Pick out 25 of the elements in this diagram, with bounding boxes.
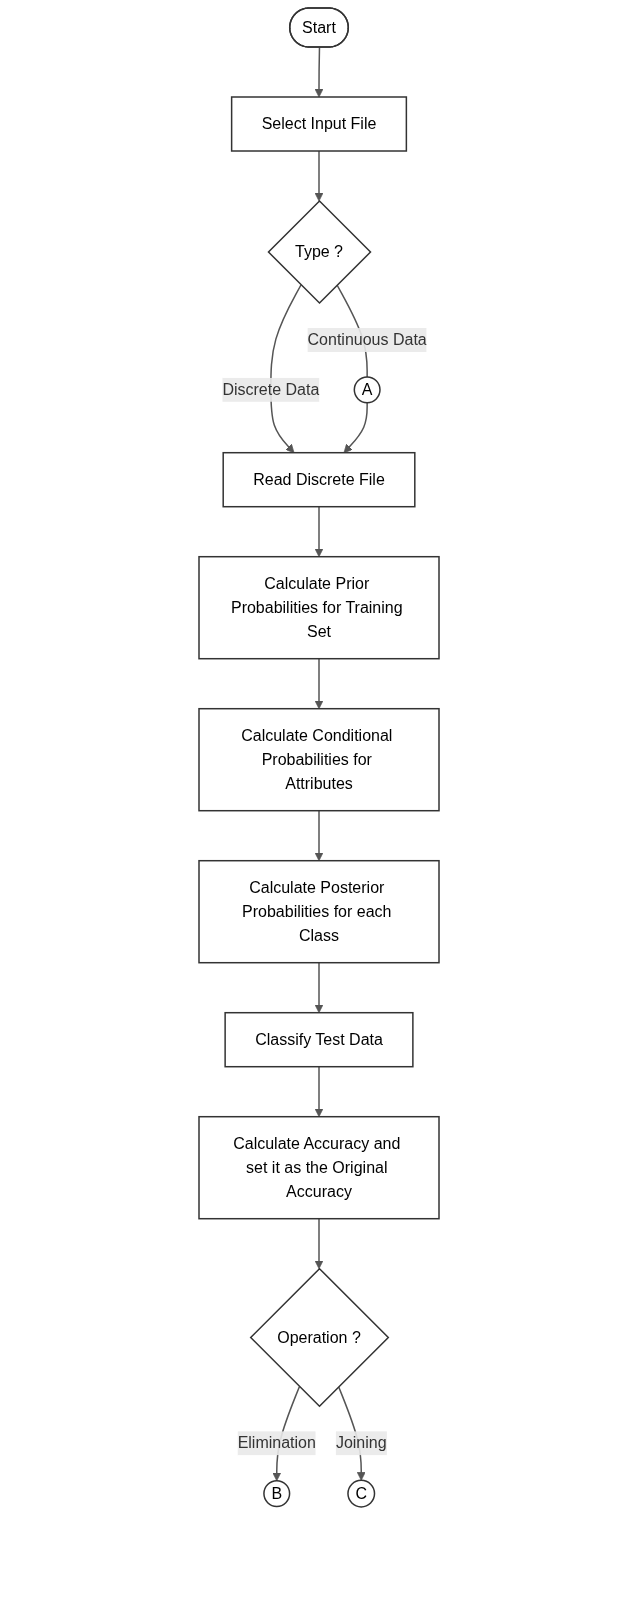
arrow — [314, 657, 323, 710]
node-box: Calculate Posterior Probabilities for each Class — [197, 859, 440, 964]
arrow — [314, 505, 323, 558]
edge-label: Elimination — [237, 1434, 316, 1452]
node-diamond: Type ? — [266, 199, 372, 305]
arrow — [314, 1217, 323, 1270]
node-circle: B — [262, 1480, 290, 1508]
edge-label: Joining — [335, 1434, 387, 1452]
edge-label: Continuous Data — [307, 331, 427, 349]
arrow — [343, 401, 368, 454]
arrow — [314, 46, 323, 98]
arrow — [314, 809, 323, 862]
node-box: Select Input File — [230, 96, 407, 152]
arrow — [314, 961, 323, 1014]
node-box: Classify Test Data — [223, 1011, 414, 1068]
node-box: Read Discrete File — [221, 451, 416, 508]
node-box: Calculate Accuracy and set it as the Original Accuracy — [197, 1115, 440, 1220]
node-diamond: Operation ? — [249, 1267, 389, 1408]
edge-label: Discrete Data — [221, 380, 319, 398]
node-circle: C — [346, 1479, 375, 1508]
arrow — [314, 1065, 323, 1118]
node-box: Calculate Prior Probabilities for Training Set — [197, 555, 440, 660]
node-circle: A — [353, 376, 381, 404]
arrow — [314, 150, 323, 202]
node-box: Calculate Conditional Probabilities for Attributes — [197, 707, 440, 812]
